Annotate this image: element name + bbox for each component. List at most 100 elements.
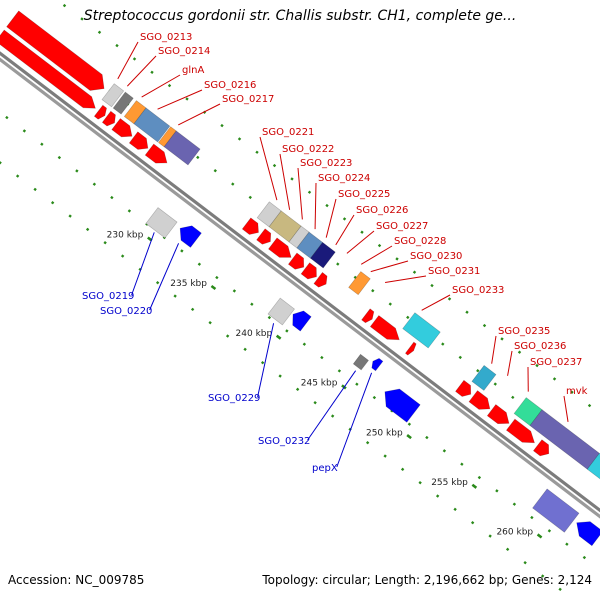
scale-label: 245 kbp <box>301 379 338 389</box>
major-tick <box>406 434 412 440</box>
annotation-box <box>6 10 105 91</box>
scale-tick <box>180 249 184 253</box>
cds-arrow <box>313 271 328 288</box>
scale-tick <box>237 137 242 141</box>
scale-tick <box>430 283 434 288</box>
scale-tick <box>482 323 487 328</box>
scale-tick <box>115 43 119 48</box>
scale-tick <box>68 214 72 218</box>
scale-tick <box>15 174 20 178</box>
label-leader <box>141 74 181 98</box>
gene-label-forward: SGO_0225 <box>338 189 390 200</box>
scale-tick <box>208 321 212 325</box>
backbone <box>0 51 600 519</box>
label-leader <box>336 372 373 468</box>
scale-tick <box>150 70 154 74</box>
label-leader <box>297 167 303 220</box>
scale-tick <box>535 363 539 368</box>
cds-arrow <box>287 252 305 270</box>
scale-tick <box>213 169 217 173</box>
reverse-feature <box>576 521 600 547</box>
scale-tick <box>185 97 189 101</box>
label-leader <box>421 294 451 311</box>
annotation-box <box>310 241 336 269</box>
scale-tick <box>477 475 482 480</box>
gene-label-forward: SGO_0222 <box>282 144 334 155</box>
scale-tick <box>110 195 114 200</box>
cds-arrow <box>369 315 400 341</box>
label-leader <box>563 395 569 422</box>
gene-label-forward: SGO_0216 <box>204 80 256 91</box>
label-leader <box>157 89 203 110</box>
cds-arrow <box>404 341 417 356</box>
scale-tick <box>406 315 410 320</box>
annotation-box <box>112 91 134 115</box>
gene-label-reverse: SGO_0219 <box>82 291 134 302</box>
gene-label-forward: SGO_0228 <box>394 236 446 247</box>
label-leader <box>314 182 317 230</box>
gene-label-forward: SGO_0217 <box>222 94 274 105</box>
annotation-box <box>101 83 125 108</box>
reverse-feature <box>267 297 295 326</box>
cds-arrow <box>241 217 259 235</box>
scale-tick <box>50 201 55 205</box>
scale-tick <box>587 403 592 408</box>
scale-tick <box>565 542 569 546</box>
scale-tick <box>22 129 27 133</box>
scale-tick <box>377 243 382 248</box>
annotation-box <box>471 364 497 391</box>
major-tick <box>471 483 478 489</box>
scale-tick <box>272 163 277 168</box>
annotation-box <box>348 271 371 296</box>
scale-tick <box>488 534 492 538</box>
cds-arrow <box>505 418 535 444</box>
scale-tick <box>511 395 515 400</box>
scale-tick <box>325 203 329 208</box>
scale-tick <box>447 297 452 301</box>
scale-tick <box>320 355 324 360</box>
scale-tick <box>400 467 405 472</box>
gene-features <box>0 10 600 547</box>
label-leader <box>178 103 221 126</box>
scale-tick <box>337 369 342 373</box>
scale-tick <box>412 270 417 274</box>
scale-tick <box>243 347 247 352</box>
cds-arrow <box>93 104 107 120</box>
scale-tick <box>383 454 387 458</box>
annotation-box <box>163 130 201 166</box>
scale-tick <box>460 462 464 466</box>
scale-tick <box>523 560 527 565</box>
scale-tick <box>196 155 200 160</box>
cds-arrow <box>144 143 168 164</box>
gene-label-reverse: pepX <box>312 463 338 474</box>
cds-arrow <box>0 29 96 109</box>
cds-arrow <box>532 439 550 457</box>
scale-tick <box>360 230 364 234</box>
cds-arrow <box>468 390 491 410</box>
scale-tick <box>342 217 347 221</box>
scale-tick <box>372 395 377 400</box>
gene-label-forward: SGO_0224 <box>318 173 370 184</box>
scale-tick <box>248 195 252 200</box>
scale-tick <box>220 123 224 128</box>
scale-tick <box>336 262 340 266</box>
gene-label-reverse: SGO_0229 <box>208 393 260 404</box>
cds-arrow <box>256 228 272 245</box>
major-tick <box>275 334 282 340</box>
gene-label-forward: SGO_0223 <box>300 158 352 169</box>
reverse-feature <box>371 358 384 372</box>
reverse-feature <box>179 225 202 248</box>
scale-tick <box>435 494 440 498</box>
scale-tick <box>267 315 272 320</box>
gene-label-forward: SGO_0236 <box>514 341 566 352</box>
label-leader <box>149 243 180 311</box>
scale-tick <box>582 555 587 560</box>
scale-tick <box>5 115 9 120</box>
scale-tick <box>155 281 160 285</box>
topology-summary: Topology: circular; Length: 2,196,662 bp… <box>262 573 592 587</box>
gene-label-forward: glnA <box>182 65 204 76</box>
gene-label-forward: mvk <box>566 386 588 397</box>
scale-tick <box>517 350 522 354</box>
scale-tick <box>197 262 202 266</box>
label-leader <box>335 214 355 246</box>
